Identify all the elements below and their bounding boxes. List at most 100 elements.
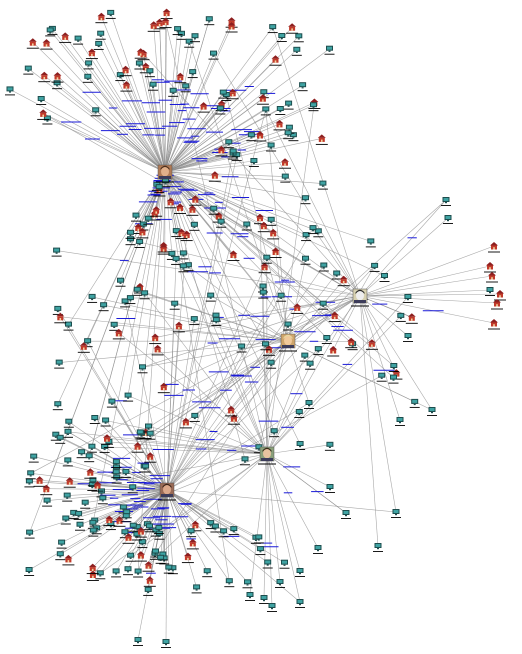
monitor-icon[interactable] [325, 484, 335, 493]
monitor-icon[interactable] [210, 523, 221, 533]
monitor-icon[interactable] [50, 431, 61, 441]
monitor-icon[interactable] [255, 546, 266, 556]
monitor-icon[interactable] [87, 482, 98, 491]
monitor-icon[interactable] [148, 81, 159, 91]
monitor-icon[interactable] [28, 453, 39, 463]
monitor-icon[interactable] [189, 412, 200, 422]
monitor-icon[interactable] [95, 570, 106, 580]
house-icon[interactable] [269, 247, 282, 258]
monitor-icon[interactable] [183, 262, 194, 272]
house-icon[interactable] [40, 484, 53, 496]
house-icon[interactable] [33, 476, 46, 487]
monitor-icon[interactable] [189, 221, 200, 231]
monitor-icon[interactable] [180, 83, 191, 93]
monitor-icon[interactable] [80, 499, 91, 509]
monitor-icon[interactable] [223, 139, 234, 149]
person-photo-icon[interactable] [156, 164, 174, 183]
monitor-icon[interactable] [76, 449, 87, 459]
monitor-icon[interactable] [267, 24, 278, 34]
monitor-icon[interactable] [73, 510, 84, 520]
monitor-icon[interactable] [90, 107, 101, 117]
monitor-icon[interactable] [266, 359, 277, 369]
monitor-icon[interactable] [295, 568, 305, 577]
monitor-icon[interactable] [190, 33, 200, 43]
house-icon[interactable] [227, 250, 240, 261]
monitor-icon[interactable] [313, 346, 324, 356]
monitor-icon[interactable] [313, 545, 323, 554]
monitor-icon[interactable] [300, 195, 311, 205]
monitor-icon[interactable] [324, 45, 335, 55]
house-icon[interactable] [157, 382, 170, 394]
monitor-icon[interactable] [111, 474, 122, 484]
monitor-icon[interactable] [87, 293, 98, 303]
monitor-icon[interactable] [111, 459, 122, 469]
house-icon[interactable] [174, 203, 186, 214]
monitor-icon[interactable] [178, 250, 189, 260]
monitor-icon[interactable] [56, 539, 67, 549]
monitor-icon[interactable] [125, 229, 136, 239]
monitor-icon[interactable] [73, 35, 84, 45]
house-icon[interactable] [157, 244, 170, 255]
monitor-icon[interactable] [295, 441, 306, 450]
house-icon[interactable] [164, 197, 177, 209]
monitor-icon[interactable] [63, 418, 74, 428]
monitor-icon[interactable] [105, 9, 116, 19]
monitor-icon[interactable] [240, 456, 250, 466]
monitor-icon[interactable] [304, 400, 314, 409]
monitor-icon[interactable] [288, 132, 299, 142]
house-icon[interactable] [26, 38, 39, 49]
monitor-icon[interactable] [228, 526, 239, 536]
monitor-icon[interactable] [218, 89, 229, 99]
monitor-icon[interactable] [205, 292, 216, 302]
monitor-icon[interactable] [120, 468, 131, 478]
monitor-icon[interactable] [140, 463, 151, 473]
monitor-icon[interactable] [379, 273, 390, 282]
monitor-icon[interactable] [295, 599, 305, 608]
monitor-icon[interactable] [293, 33, 304, 43]
monitor-icon[interactable] [308, 102, 319, 112]
monitor-icon[interactable] [443, 215, 453, 224]
monitor-icon[interactable] [100, 417, 111, 427]
monitor-icon[interactable] [172, 26, 183, 36]
monitor-icon[interactable] [365, 238, 376, 248]
monitor-icon[interactable] [98, 302, 109, 312]
monitor-icon[interactable] [145, 430, 156, 440]
house-icon[interactable] [84, 468, 97, 479]
monitor-icon[interactable] [125, 552, 136, 562]
monitor-icon[interactable] [395, 312, 406, 322]
house-icon[interactable] [181, 552, 194, 564]
monitor-icon[interactable] [45, 27, 56, 37]
house-icon[interactable] [86, 570, 99, 581]
house-icon[interactable] [179, 417, 192, 429]
house-icon[interactable] [273, 119, 286, 131]
monitor-icon[interactable] [63, 428, 73, 438]
monitor-icon[interactable] [127, 484, 138, 494]
monitor-icon[interactable] [191, 584, 202, 594]
monitor-icon[interactable] [111, 568, 122, 578]
house-icon[interactable] [143, 576, 156, 587]
house-icon[interactable] [226, 88, 239, 100]
monitor-icon[interactable] [184, 38, 195, 48]
monitor-icon[interactable] [403, 333, 413, 342]
house-icon[interactable] [103, 515, 116, 527]
monitor-icon[interactable] [189, 316, 200, 326]
monitor-icon[interactable] [60, 515, 71, 525]
monitor-icon[interactable] [258, 289, 269, 299]
monitor-icon[interactable] [269, 428, 280, 438]
monitor-icon[interactable] [262, 559, 273, 569]
monitor-icon[interactable] [137, 364, 148, 374]
house-icon[interactable] [112, 328, 125, 340]
house-icon[interactable] [144, 452, 157, 463]
monitor-icon[interactable] [25, 470, 36, 480]
monitor-icon[interactable] [279, 559, 290, 569]
monitor-icon[interactable] [395, 417, 405, 426]
monitor-icon[interactable] [54, 359, 65, 369]
monitor-icon[interactable] [115, 277, 126, 287]
house-icon[interactable] [405, 313, 418, 324]
monitor-icon[interactable] [388, 374, 399, 384]
monitor-icon[interactable] [42, 497, 53, 507]
house-icon[interactable] [488, 242, 500, 253]
monitor-icon[interactable] [305, 360, 316, 370]
monitor-icon[interactable] [68, 509, 79, 519]
